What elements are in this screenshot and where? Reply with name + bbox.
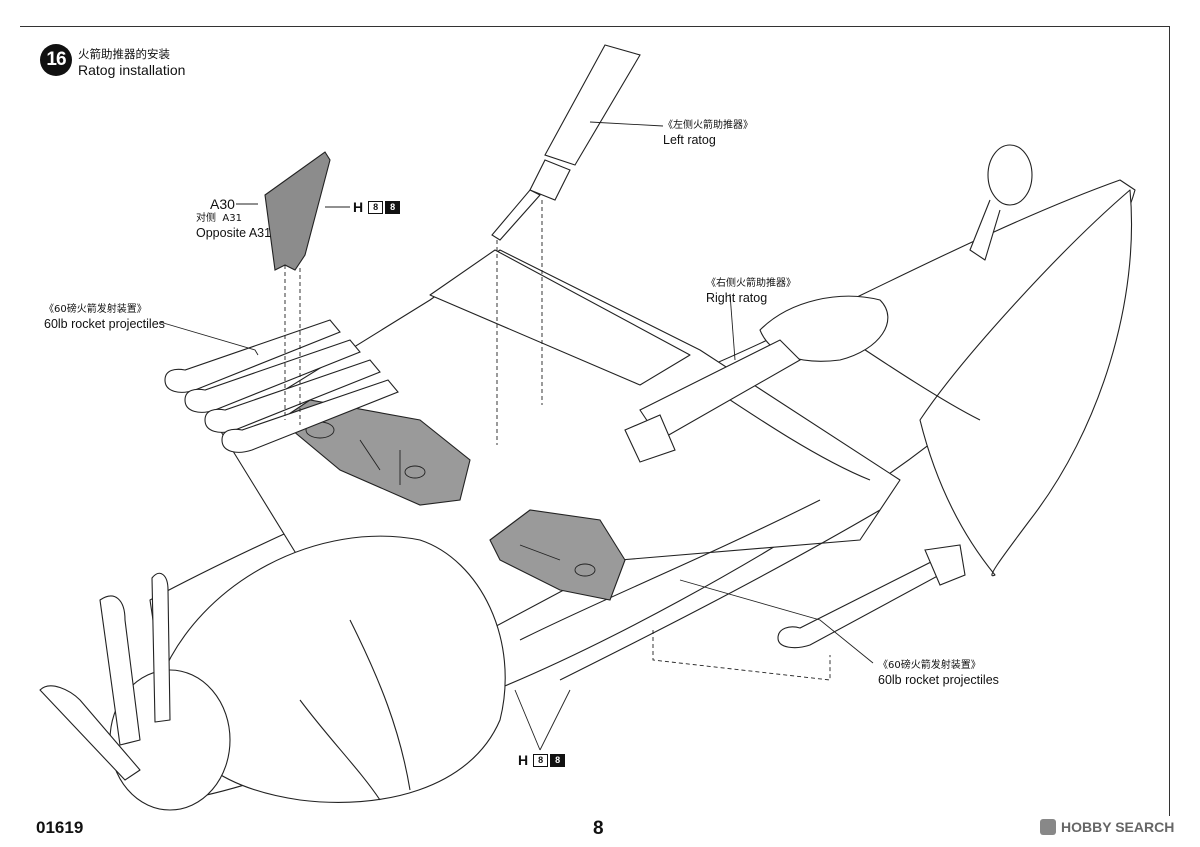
paint-code-letter: H bbox=[518, 752, 529, 768]
step-title-cn: 火箭助推器的安装 bbox=[78, 47, 170, 61]
left-ratog-unit bbox=[491, 44, 641, 241]
watermark-logo-icon bbox=[1040, 819, 1056, 835]
rockets-right-label: 《60磅火箭发射装置》 60lb rocket projectiles bbox=[878, 660, 999, 687]
tail-wheel bbox=[987, 144, 1033, 206]
right-ratog-unit bbox=[624, 339, 801, 463]
page-frame bbox=[20, 26, 1170, 816]
product-code: 01619 bbox=[36, 818, 84, 837]
paint-code-a30: H 8 8 bbox=[353, 199, 401, 215]
paint-code-box: 8 bbox=[368, 200, 384, 214]
propeller-blade-2 bbox=[151, 572, 171, 723]
opposite-part-label: 对侧 A31 Opposite A31 bbox=[196, 213, 272, 240]
part-number-a30: A30 bbox=[210, 196, 235, 212]
paint-code-wheel-wells: H 8 8 bbox=[518, 752, 566, 768]
watermark: HOBBY SEARCH bbox=[1040, 819, 1174, 835]
right-ratog-label: 《右侧火箭助推器》 Right ratog bbox=[706, 278, 796, 305]
rockets-left-label: 《60磅火箭发射装置》 60lb rocket projectiles bbox=[44, 304, 165, 331]
left-ratog-label: 《左侧火箭助推器》 Left ratog bbox=[663, 120, 753, 147]
paint-code-box: 8 bbox=[385, 200, 401, 214]
step-number-badge: 16 bbox=[40, 44, 72, 76]
right-wheel-well bbox=[489, 509, 626, 601]
paint-code-box: 8 bbox=[533, 753, 549, 767]
left-rocket-projectiles bbox=[164, 319, 399, 453]
horizontal-stabilizer bbox=[429, 249, 691, 386]
step-title-en: Ratog installation bbox=[78, 62, 186, 78]
tail-fin bbox=[919, 189, 1133, 577]
page-number: 8 bbox=[593, 818, 604, 839]
right-rocket-projectile bbox=[777, 544, 966, 649]
propeller-blade-1 bbox=[99, 595, 141, 746]
paint-code-letter: H bbox=[353, 199, 364, 215]
engine-cowling bbox=[159, 535, 506, 803]
propeller-blade-3 bbox=[39, 685, 141, 781]
part-a30-plate bbox=[264, 151, 331, 271]
paint-code-box: 8 bbox=[550, 753, 566, 767]
